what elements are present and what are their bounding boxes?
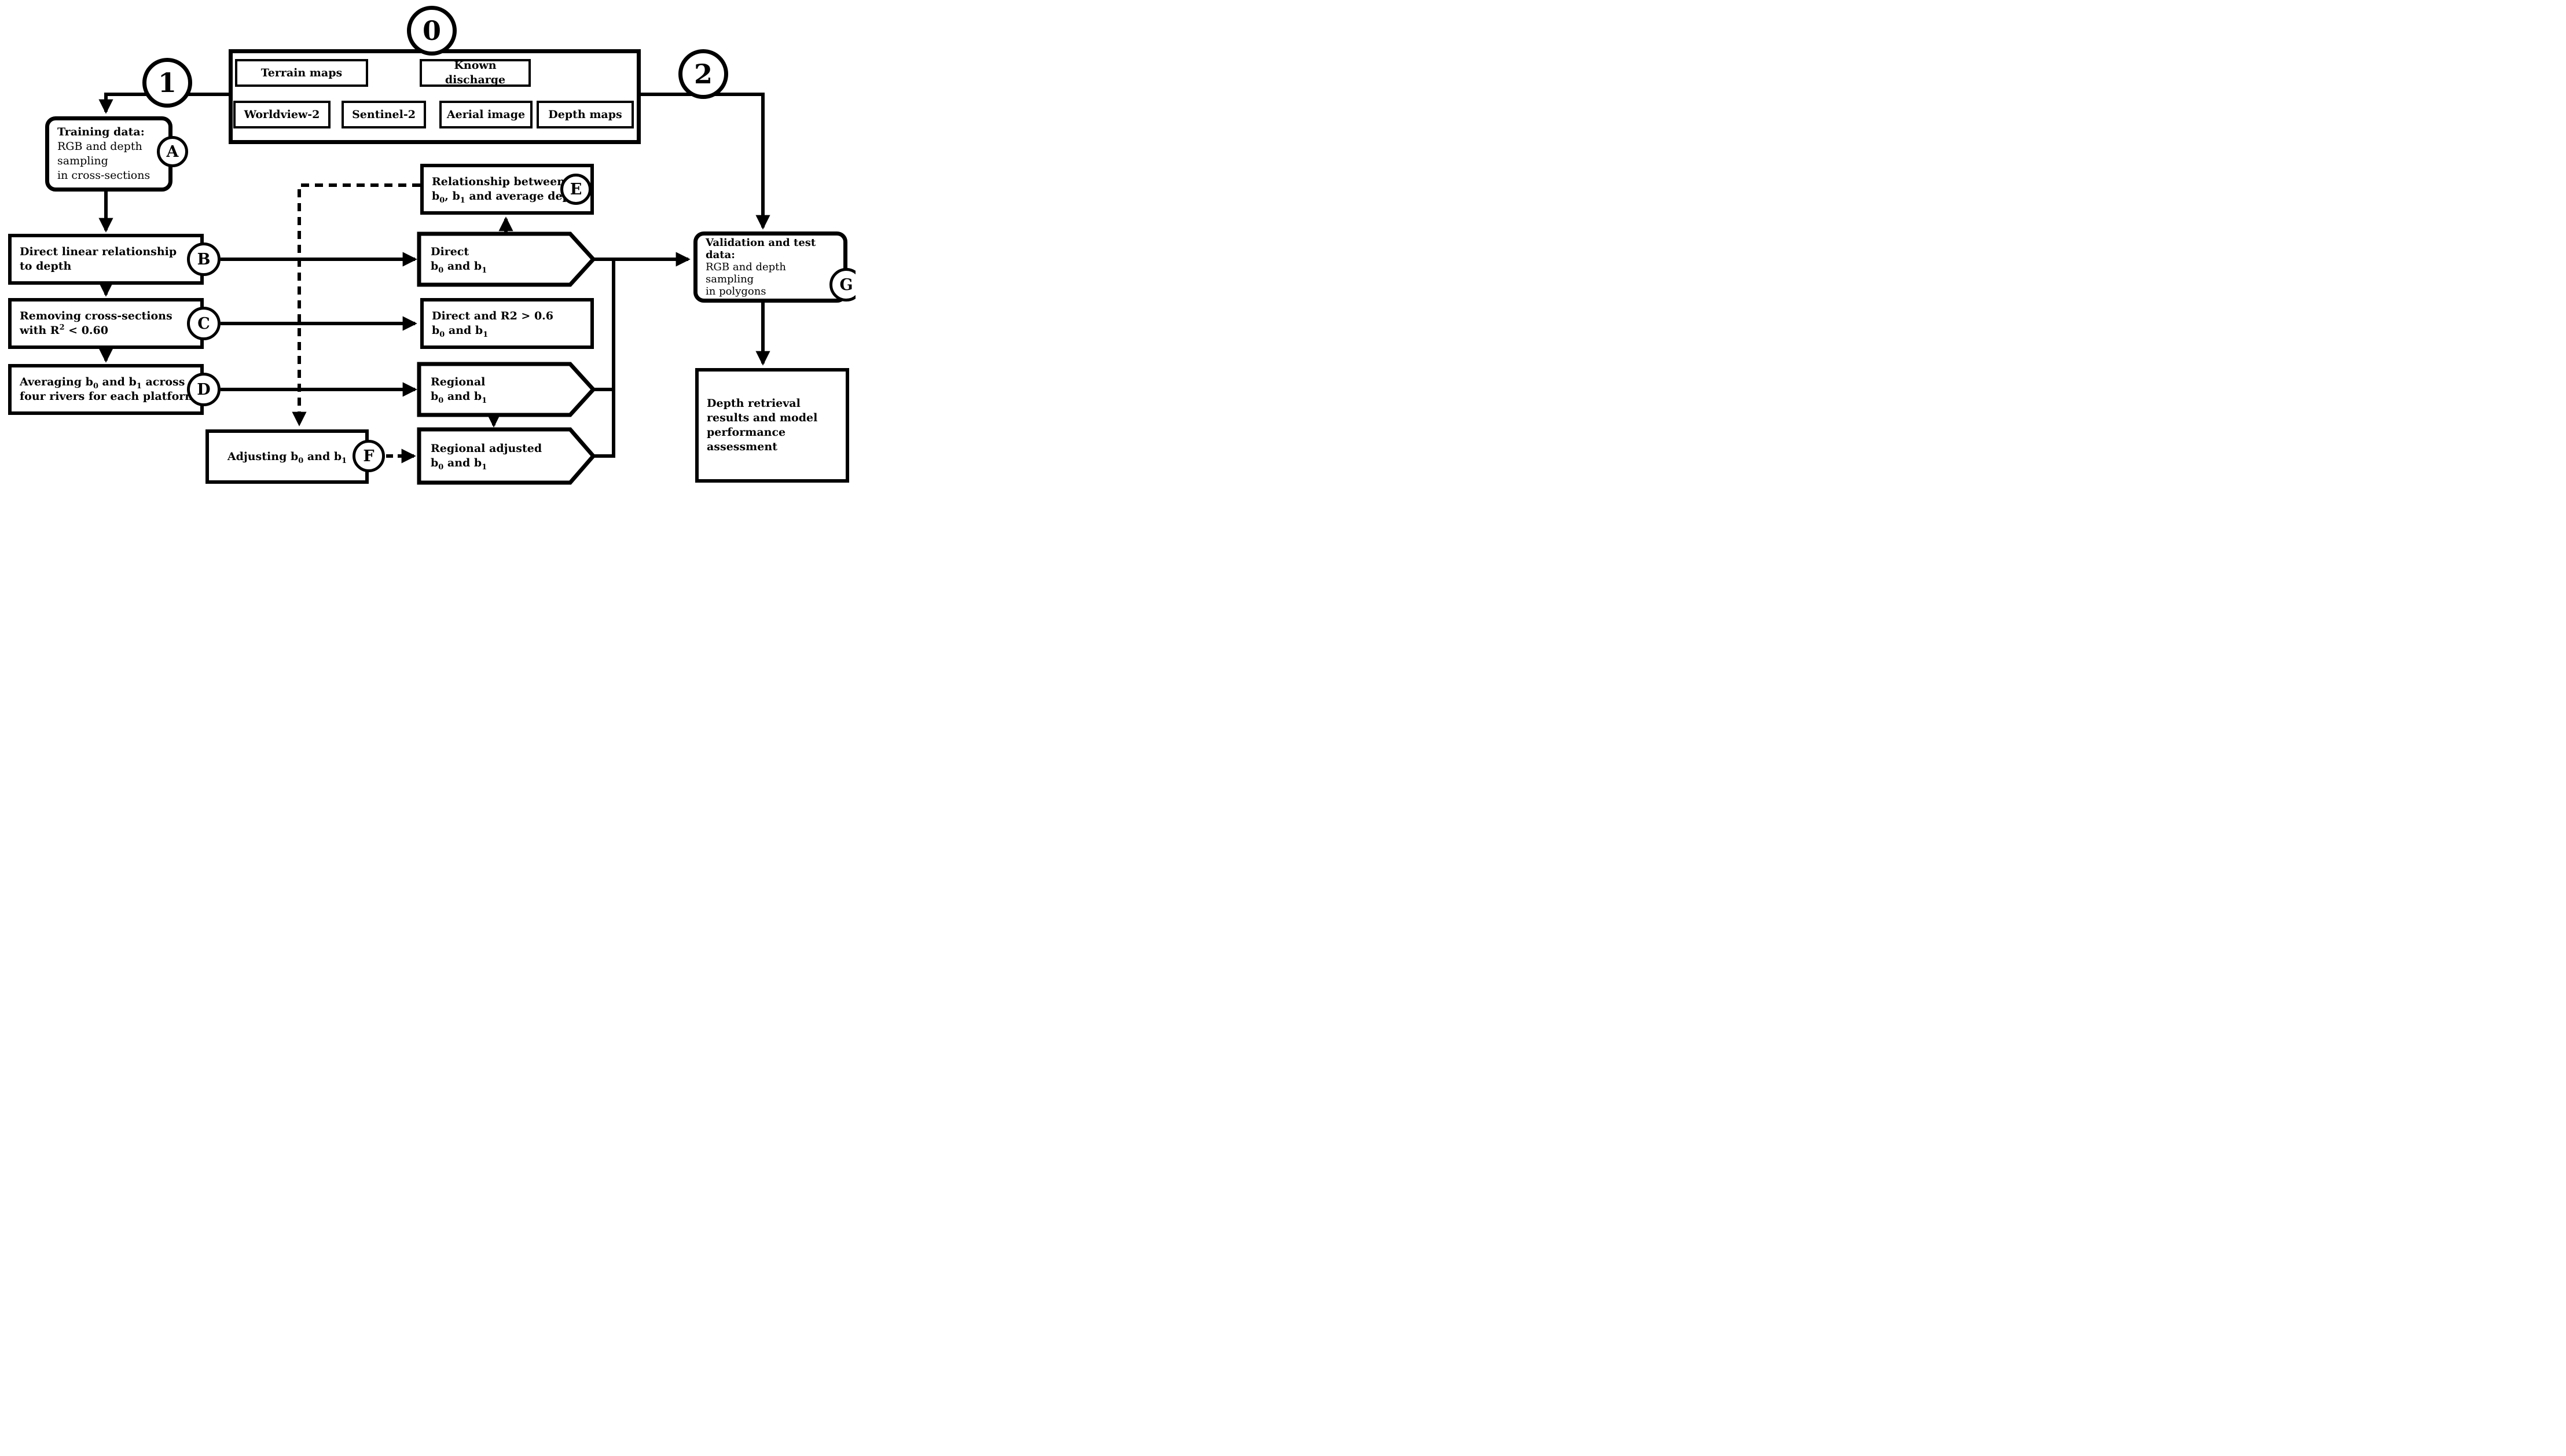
badge-g-label: G — [839, 275, 853, 294]
connector-step2-to-validation — [641, 93, 770, 230]
pentagon-regional-adjusted — [417, 427, 596, 485]
terrain-maps-label: Terrain maps — [260, 66, 343, 79]
sentinel2-label: Sentinel-2 — [352, 108, 416, 121]
step-2-circle: 2 — [678, 49, 728, 99]
step-1-circle: 1 — [142, 58, 192, 108]
known-discharge-label: Known discharge — [445, 59, 506, 86]
badge-b-circle: B — [187, 242, 221, 276]
flowchart-canvas: Terrain maps Known discharge Worldview-2… — [0, 0, 856, 486]
step-0-circle: 0 — [407, 6, 457, 56]
pentagon-regional-coeffs — [417, 362, 596, 417]
step-1-label: 1 — [157, 67, 177, 98]
adjusting-text: Adjusting b0 and b1 — [227, 450, 347, 465]
worldview2-label: Worldview-2 — [244, 108, 320, 121]
worldview2-box: Worldview-2 — [233, 101, 331, 128]
sentinel2-box: Sentinel-2 — [342, 101, 426, 128]
terrain-maps-box: Terrain maps — [235, 59, 368, 87]
aerial-image-label: Aerial image — [446, 108, 526, 121]
step-0-label: 0 — [422, 15, 441, 46]
training-data-title: Training data: — [57, 126, 145, 138]
badge-b-label: B — [197, 250, 211, 269]
connector-layer — [98, 65, 770, 485]
aerial-image-box: Aerial image — [439, 101, 533, 128]
known-discharge-box: Known discharge — [420, 59, 531, 87]
badge-g-circle: G — [829, 268, 856, 302]
adjusting-box: Adjusting b0 and b1 — [205, 429, 369, 484]
badge-d-label: D — [197, 380, 211, 399]
badge-c-label: C — [197, 314, 210, 333]
badge-f-label: F — [363, 447, 375, 465]
badge-e-circle: E — [560, 174, 592, 205]
connector-relationship-to-adjusting-dashed — [292, 183, 420, 426]
badge-f-circle: F — [353, 440, 385, 472]
badge-c-circle: C — [187, 307, 221, 340]
badge-a-circle: A — [157, 136, 188, 167]
depth-maps-label: Depth maps — [548, 108, 622, 121]
badge-a-label: A — [166, 142, 179, 161]
pentagon-direct-coeffs — [417, 231, 596, 287]
badge-e-label: E — [570, 180, 582, 198]
badge-d-circle: D — [187, 373, 221, 406]
depth-maps-box: Depth maps — [537, 101, 634, 128]
step-2-label: 2 — [693, 58, 713, 90]
